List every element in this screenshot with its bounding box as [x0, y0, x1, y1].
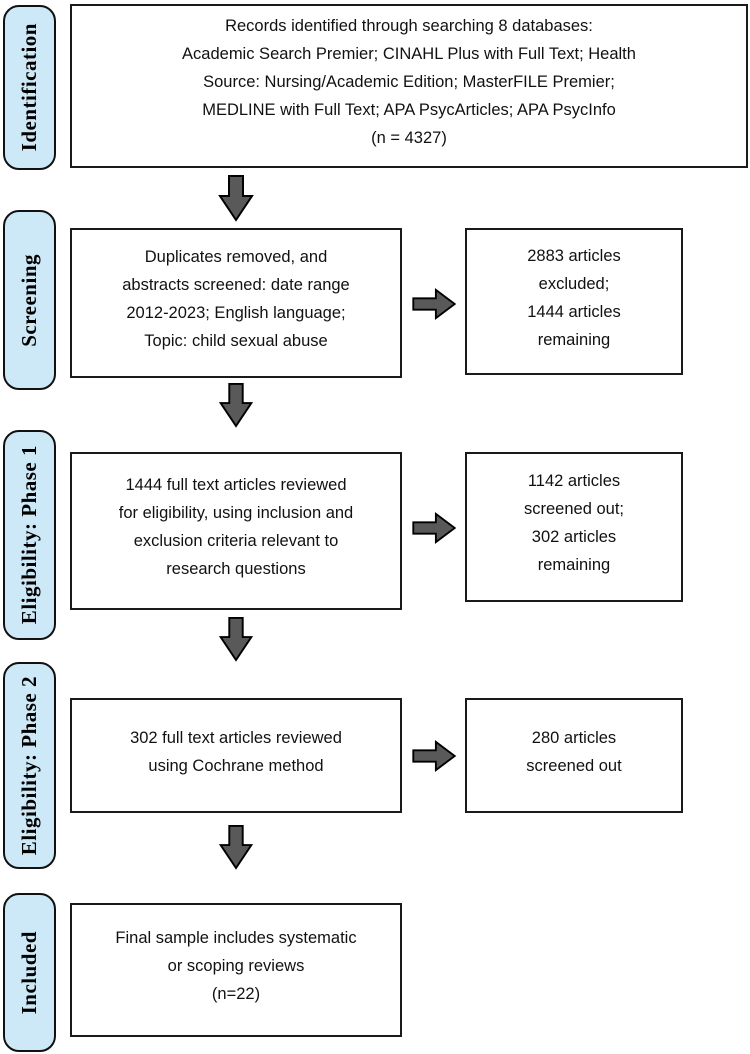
box-articles-screened-out-phase-2: 280 articles screened out	[465, 698, 683, 813]
stage-label-identification: Identification	[3, 5, 56, 170]
box-articles-screened-out-phase-1: 1142 articles screened out; 302 articles…	[465, 452, 683, 602]
stage-label-included: Included	[3, 893, 56, 1052]
box-articles-excluded-screening-text: 2883 articles excluded; 1444 articles re…	[527, 246, 621, 349]
stage-label-screening-text: Screening	[17, 253, 41, 347]
down-arrow-icon	[218, 616, 254, 662]
stage-label-eligibility-phase-2: Eligibility: Phase 2	[3, 662, 56, 869]
box-duplicates-removed-text: Duplicates removed, and abstracts screen…	[122, 248, 350, 350]
stage-label-eligibility-phase-1: Eligibility: Phase 1	[3, 430, 56, 640]
stage-label-included-text: Included	[17, 930, 41, 1015]
box-final-sample: Final sample includes systematic or scop…	[70, 903, 402, 1037]
box-full-text-reviewed-phase-1: 1444 full text articles reviewed for eli…	[70, 452, 402, 610]
down-arrow-icon	[218, 382, 254, 428]
box-articles-excluded-screening: 2883 articles excluded; 1444 articles re…	[465, 228, 683, 375]
stage-label-eligibility-phase-1-text: Eligibility: Phase 1	[17, 445, 41, 625]
box-duplicates-removed: Duplicates removed, and abstracts screen…	[70, 228, 402, 378]
down-arrow-icon	[218, 824, 254, 870]
stage-label-screening: Screening	[3, 210, 56, 390]
box-records-identified: Records identified through searching 8 d…	[70, 4, 748, 168]
box-articles-screened-out-phase-2-text: 280 articles screened out	[526, 728, 622, 775]
stage-label-eligibility-phase-2-text: Eligibility: Phase 2	[17, 675, 41, 856]
right-arrow-icon	[412, 288, 457, 320]
down-arrow-icon	[218, 175, 254, 222]
box-final-sample-text: Final sample includes systematic or scop…	[115, 929, 357, 1003]
box-full-text-reviewed-phase-2-text: 302 full text articles reviewed using Co…	[130, 728, 342, 775]
right-arrow-icon	[412, 740, 457, 772]
right-arrow-icon	[412, 512, 457, 544]
box-articles-screened-out-phase-1-text: 1142 articles screened out; 302 articles…	[524, 472, 624, 574]
box-full-text-reviewed-phase-1-text: 1444 full text articles reviewed for eli…	[118, 476, 354, 578]
box-records-identified-text: Records identified through searching 8 d…	[182, 17, 636, 147]
stage-label-identification-text: Identification	[17, 23, 41, 152]
box-full-text-reviewed-phase-2: 302 full text articles reviewed using Co…	[70, 698, 402, 813]
